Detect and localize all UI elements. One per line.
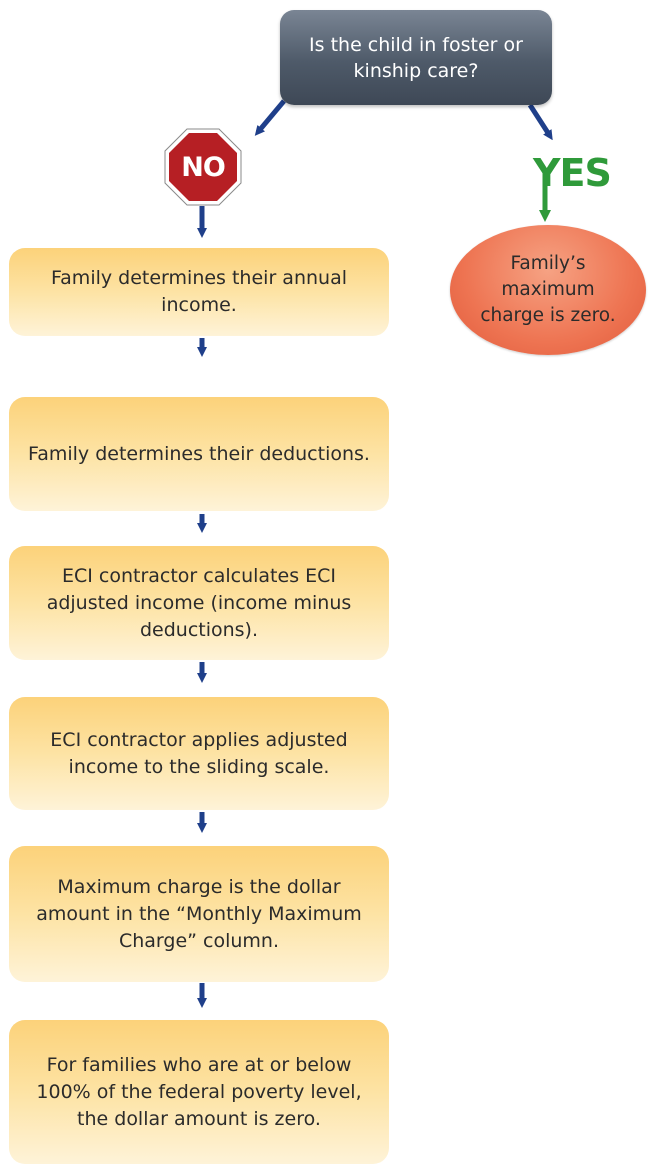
- step-text: For families who are at or below 100% of…: [36, 1053, 362, 1130]
- step-text: Family determines their annual income.: [50, 267, 347, 316]
- step-sliding-scale: ECI contractor applies adjusted income t…: [9, 697, 389, 810]
- stop-sign-icon: [164, 128, 242, 206]
- yes-result-oval: Family’s maximum charge is zero.: [450, 225, 646, 355]
- step-annual-income: Family determines their annual income.: [9, 248, 389, 336]
- step-text: Maximum charge is the dollar amount in t…: [36, 875, 362, 952]
- step-adjusted-income: ECI contractor calculates ECI adjusted i…: [9, 546, 389, 660]
- step-text: ECI contractor calculates ECI adjusted i…: [46, 564, 352, 641]
- step-text: Family determines their deductions.: [28, 442, 370, 465]
- step-poverty-level: For families who are at or below 100% of…: [9, 1020, 389, 1164]
- arrow-question-to-yes: [527, 103, 553, 141]
- step-maximum-charge: Maximum charge is the dollar amount in t…: [9, 846, 389, 982]
- no-label: NO: [181, 151, 226, 183]
- step-text: ECI contractor applies adjusted income t…: [50, 728, 348, 778]
- yes-label: YES: [533, 151, 612, 195]
- yes-result-text: Family’s maximum charge is zero.: [480, 253, 616, 326]
- question-box: Is the child in foster or kinship care?: [280, 10, 552, 105]
- step-deductions: Family determines their deductions.: [9, 397, 389, 511]
- arrow-question-to-no: [254, 99, 286, 136]
- question-text: Is the child in foster or kinship care?: [309, 33, 523, 82]
